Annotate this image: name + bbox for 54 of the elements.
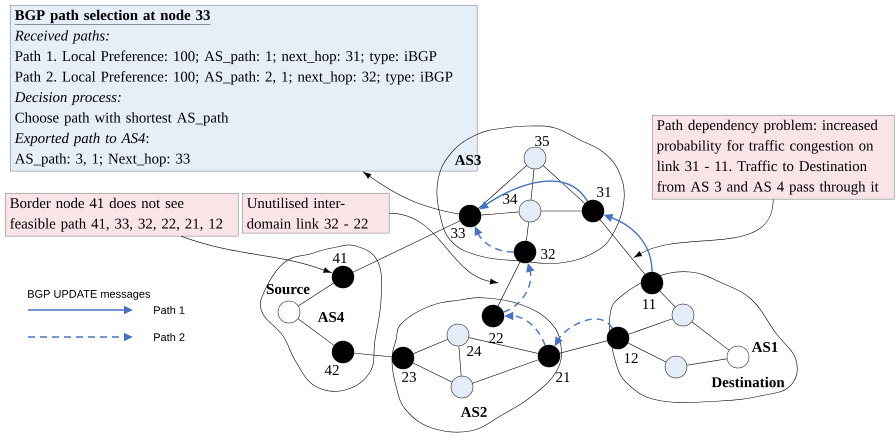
legend-title: BGP UPDATE messages bbox=[28, 290, 150, 300]
link-line bbox=[526, 222, 529, 242]
router-circle bbox=[672, 304, 694, 326]
leader-arrow bbox=[389, 212, 498, 284]
link-line bbox=[480, 212, 520, 216]
node-label: Destination bbox=[712, 376, 784, 388]
router-circle bbox=[450, 376, 474, 398]
link-line bbox=[458, 346, 462, 376]
region-label: AS1 bbox=[752, 342, 778, 352]
callout-box: Border node 41 does not see feasible path 41, 33, 32, 22, 21, 12 bbox=[5, 193, 238, 236]
node-label: 11 bbox=[643, 299, 656, 309]
link-line bbox=[600, 219, 646, 275]
link-line bbox=[540, 210, 582, 212]
node-label: 34 bbox=[503, 194, 518, 204]
link-line bbox=[628, 318, 673, 335]
leader-arrow bbox=[363, 172, 460, 214]
leader-arrow bbox=[180, 236, 332, 273]
link-line bbox=[468, 337, 538, 354]
link-line bbox=[530, 168, 534, 200]
callout-box: Unutilised inter-domain link 32 - 22 bbox=[242, 193, 390, 234]
link-line bbox=[472, 359, 539, 384]
node-label: 33 bbox=[451, 228, 465, 238]
link-line bbox=[354, 352, 392, 358]
node-label: Source bbox=[266, 284, 310, 294]
link-line bbox=[660, 290, 676, 308]
link-line bbox=[298, 282, 334, 306]
node-label: 21 bbox=[556, 372, 570, 382]
link-line bbox=[498, 262, 520, 306]
callout-box: Path dependency problem: increased probability for traffic congestion on link 31 - 11. Traffic to Destination from AS 3 and AS 4 pass through it bbox=[652, 115, 894, 200]
router-circle bbox=[664, 356, 688, 378]
link-line bbox=[560, 340, 608, 354]
link-line bbox=[628, 342, 666, 362]
node-label: 31 bbox=[597, 186, 611, 198]
node-label: 12 bbox=[624, 353, 638, 363]
link-line bbox=[413, 339, 448, 354]
leader-arrow bbox=[634, 199, 774, 258]
link-line bbox=[686, 358, 728, 366]
link-line bbox=[412, 362, 452, 382]
legend-label: Path 1 bbox=[154, 306, 184, 314]
node-label: 35 bbox=[535, 136, 549, 146]
link-line bbox=[543, 165, 585, 204]
region-label: AS2 bbox=[460, 406, 487, 418]
node-label: 24 bbox=[467, 346, 482, 356]
link-line bbox=[478, 165, 527, 209]
node-label: 42 bbox=[324, 365, 339, 375]
node-label: 23 bbox=[402, 372, 416, 382]
link-line bbox=[692, 322, 730, 350]
legend-label: Path 2 bbox=[154, 332, 184, 342]
node-label: 41 bbox=[332, 253, 347, 263]
region-label: AS4 bbox=[318, 312, 344, 322]
link-line bbox=[352, 220, 460, 272]
node-label: 22 bbox=[489, 333, 503, 343]
node-label: 32 bbox=[541, 248, 555, 260]
link-line bbox=[298, 318, 334, 346]
